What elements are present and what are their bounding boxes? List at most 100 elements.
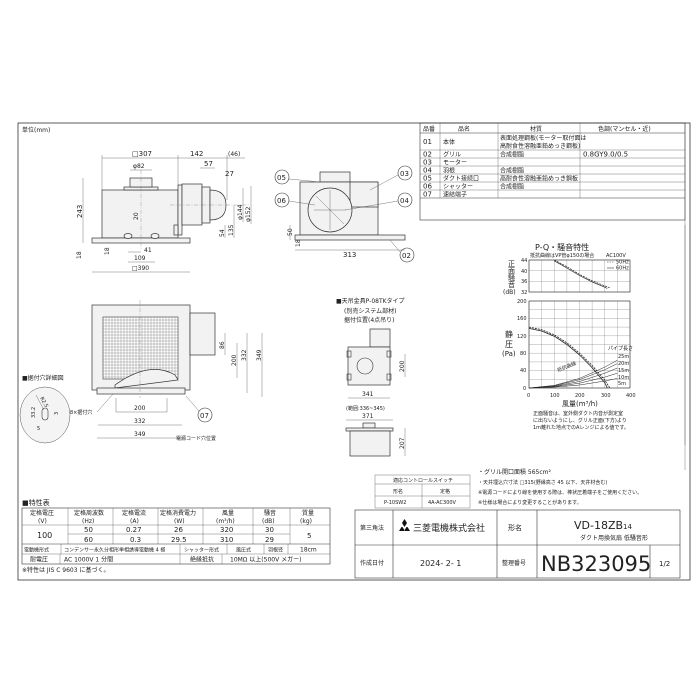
svg-text:(Hz): (Hz)	[82, 518, 94, 525]
pipe-length-label: パイプ長さ	[608, 345, 633, 352]
chart-note: 正面騒音は、室外側ダクト内音が測定室	[533, 410, 623, 417]
svg-text:圧: 圧	[505, 340, 513, 349]
svg-text:60: 60	[84, 536, 93, 544]
svg-text:(Pa): (Pa)	[502, 350, 516, 358]
part-name: 本体	[443, 138, 455, 146]
dim-86: 86	[219, 341, 226, 349]
svg-text:(別売システム部材): (別売システム部材)	[344, 307, 397, 315]
svg-text:正: 正	[508, 260, 515, 268]
model-number: VD-18ZB14	[574, 519, 633, 532]
svg-text:03: 03	[400, 170, 409, 178]
svg-text:騒: 騒	[508, 274, 515, 282]
part-no: 07	[423, 191, 432, 199]
noise-ytick: 44	[521, 258, 527, 264]
rated-voltage: 100	[37, 531, 52, 540]
dim-82: φ82	[133, 163, 145, 170]
svg-text:(範囲:336~345): (範囲:336~345)	[346, 405, 385, 412]
mount-hole-label: 8×据付穴	[70, 409, 92, 416]
svg-text:※電源コードにより線を使用する際は、棒状圧着端子をご使用くだ: ※電源コードにより線を使用する際は、棒状圧着端子をご使用ください。	[478, 489, 642, 496]
svg-text:26: 26	[174, 526, 183, 534]
svg-text:(W): (W)	[174, 518, 185, 525]
svg-text:電動機形式: 電動機形式	[24, 547, 49, 554]
dim-54: 54	[219, 229, 226, 237]
svg-text:341: 341	[362, 391, 374, 398]
x-axis-label: 風量(m³/h)	[562, 400, 598, 408]
mount-hole-detail: ■据付穴詳細図 R2.5 33.2 3 5	[19, 374, 71, 444]
svg-text:・天井埋込穴寸法 □315(野縁高さ 45 以下、天井材含む: ・天井埋込穴寸法 □315(野縁高さ 45 以下、天井材含む)	[478, 479, 607, 486]
part-name: モーター	[443, 159, 467, 167]
part-material: 合成樹脂	[500, 167, 524, 175]
dim-46: (46)	[228, 151, 240, 158]
pressure-ytick: 0	[523, 386, 526, 392]
part-name: ダクト接続口	[443, 175, 479, 183]
hanger-drawing: ■天吊金具P-08TKタイプ (別売システム部材) 据付位置(4点吊り) 200…	[336, 297, 406, 457]
svg-text:音: 音	[508, 280, 515, 289]
svg-text:29: 29	[265, 536, 274, 544]
resistance-curve-5m	[528, 378, 618, 389]
svg-text:05: 05	[277, 174, 286, 182]
part-material: 合成樹脂	[500, 151, 524, 159]
dim-390: □390	[132, 265, 149, 272]
svg-text:耐電圧: 耐電圧	[30, 556, 48, 564]
pressure-curve-60Hz	[528, 328, 608, 389]
callout-02: 02	[389, 239, 415, 263]
dim-243: 243	[76, 205, 84, 218]
svg-text:(V): (V)	[38, 518, 47, 525]
chart-note: 1m離れた地点でのAレンジによる値です。	[533, 424, 629, 431]
title-block: 第三角法 三菱電機株式会社 形名 VD-18ZB14 ダクト用換気扇 低騒音形 …	[354, 509, 681, 579]
svg-text:定格消費電力: 定格消費電力	[160, 509, 196, 517]
spec-title: ■特性表	[22, 498, 50, 507]
svg-text:29.5: 29.5	[171, 536, 187, 544]
dim-135: 135	[228, 224, 235, 236]
svg-text:静: 静	[505, 329, 513, 339]
svg-text:整理番号: 整理番号	[502, 559, 526, 567]
chart-title: P-Q・騒音特性	[535, 242, 589, 252]
pipe-10m: 10m	[618, 375, 629, 381]
bottom-view-drawing: 86 200 332 349 200 332 349 07 8×据付穴 電源コー…	[70, 300, 263, 442]
dim-18-side: 18	[295, 239, 302, 247]
svg-text:質量: 質量	[302, 509, 314, 517]
parts-header-no: 品番	[423, 126, 435, 133]
svg-text:※仕様は場合により変更することがあります。: ※仕様は場合により変更することがあります。	[478, 499, 582, 506]
dim-332-vertical: 332	[241, 349, 248, 361]
xtick: 0	[527, 393, 530, 399]
svg-text:30: 30	[265, 526, 274, 534]
dim-144: φ144	[237, 204, 244, 220]
part-name: グリル	[443, 151, 461, 159]
dim-18b: 18	[104, 247, 111, 255]
mass: 5	[307, 532, 311, 540]
svg-text:200: 200	[399, 360, 406, 372]
pressure-ytick: 40	[520, 368, 526, 374]
part-name: 速結端子	[443, 191, 467, 199]
svg-text:定格: 定格	[440, 488, 450, 495]
noise-curve-50Hz	[554, 259, 610, 289]
drawing-number: NB323095	[541, 552, 651, 576]
callout-06: 06	[274, 192, 316, 208]
part-material: 高耐食性溶融亜鉛めっき鋼板	[500, 175, 578, 183]
control-switch-table: 適応コントロールスイッチ 形名 定格 P-10SW2 4A-AC300V	[374, 474, 471, 509]
part-color: 0.8GY9.0/0.5	[583, 151, 628, 159]
svg-text:絶縁抵抗: 絶縁抵抗	[190, 556, 214, 564]
dim-313: 313	[343, 251, 356, 259]
svg-text:適応コントロールスイッチ: 適応コントロールスイッチ	[393, 477, 453, 484]
noise-ylabel: 正 面 騒 音 (dB)	[503, 260, 516, 296]
dim-349-vertical: 349	[256, 349, 263, 361]
pipe-5m: 5m	[618, 381, 626, 387]
sheet-frame	[17, 122, 691, 581]
svg-text:風量: 風量	[222, 510, 234, 517]
pressure-plot-frame	[528, 300, 631, 389]
svg-text:06: 06	[277, 197, 286, 205]
svg-text:定格周波数: 定格周波数	[74, 509, 104, 517]
svg-text:5: 5	[37, 426, 40, 432]
svg-text:0.3: 0.3	[130, 536, 141, 544]
switch-rating: 4A-AC300V	[428, 500, 457, 506]
svg-text:(dB): (dB)	[262, 518, 275, 525]
unit-label: 単位(mm)	[22, 126, 50, 134]
callout-05: 05	[274, 169, 321, 185]
resistance-curve-20m	[528, 363, 618, 389]
page-number: 1/2	[659, 560, 670, 568]
dim-332: 332	[134, 418, 146, 425]
pressure-ytick: 80	[520, 351, 526, 357]
dim-142: 142	[190, 150, 203, 158]
